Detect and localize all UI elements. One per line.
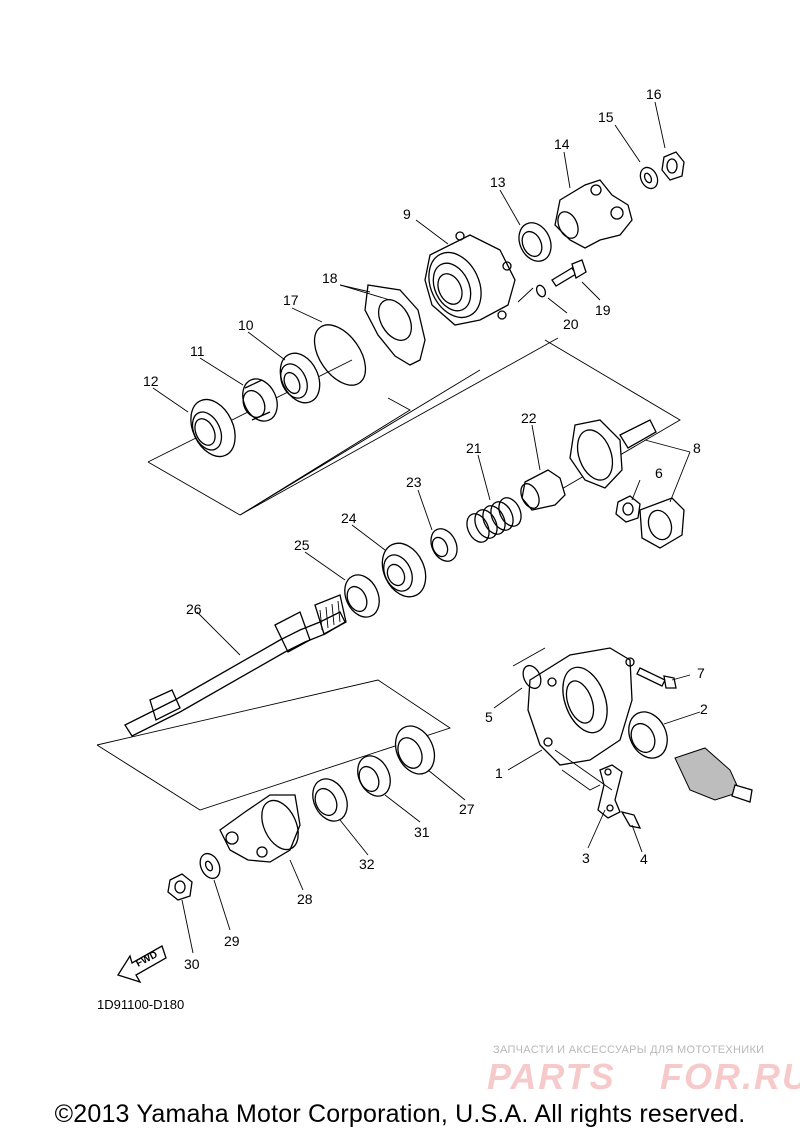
part-label-19: 19 <box>595 302 611 318</box>
diagram-code: 1D91100-D180 <box>97 997 185 1012</box>
part-14-yoke[interactable] <box>554 179 633 249</box>
part-label-2: 2 <box>700 701 708 717</box>
part-30-nut[interactable] <box>167 873 193 901</box>
assembly-outline-bottom <box>96 679 452 811</box>
fwd-arrow-icon: FWD <box>117 945 167 984</box>
part-label-23: 23 <box>406 474 422 490</box>
part-label-20: 20 <box>563 316 579 332</box>
part-29-washer[interactable] <box>196 850 223 881</box>
part-label-10: 10 <box>238 317 254 333</box>
part-20-washer[interactable] <box>535 284 547 298</box>
part-label-31: 31 <box>414 824 430 840</box>
part-2-bearing[interactable] <box>622 706 675 765</box>
part-label-26: 26 <box>186 601 202 617</box>
part-label-14: 14 <box>554 136 570 152</box>
part-19-bolt[interactable] <box>551 259 587 287</box>
part-7-bolt[interactable] <box>636 667 677 689</box>
part-31-collar[interactable] <box>352 751 397 802</box>
part-1-case[interactable] <box>527 647 635 766</box>
part-label-12: 12 <box>143 373 159 389</box>
part-label-3: 3 <box>582 850 590 866</box>
part-label-24: 24 <box>341 510 357 526</box>
part-15-washer[interactable] <box>637 165 661 192</box>
part-label-27: 27 <box>459 801 475 817</box>
leader-lines <box>152 101 701 954</box>
part-label-30: 30 <box>184 956 200 972</box>
part-5-o-ring[interactable] <box>520 663 545 692</box>
part-label-5: 5 <box>485 709 493 725</box>
part-label-22: 22 <box>521 410 537 426</box>
part-28-yoke[interactable] <box>219 794 305 863</box>
part-label-29: 29 <box>224 933 240 949</box>
part-27-bearing[interactable] <box>388 720 442 781</box>
part-8-gear-set[interactable] <box>569 419 685 549</box>
part-23-collar[interactable] <box>426 525 462 566</box>
watermark-brand-part1: PARTS <box>487 1056 616 1097</box>
part-label-15: 15 <box>598 109 614 125</box>
part-12-seal[interactable] <box>182 392 244 463</box>
pinion-shaft <box>674 747 753 803</box>
part-18-shim[interactable] <box>364 284 426 366</box>
part-16-nut[interactable] <box>661 151 685 181</box>
part-label-4: 4 <box>640 851 648 867</box>
part-22-sleeve[interactable] <box>517 469 566 511</box>
part-32-seal[interactable] <box>306 773 354 826</box>
part-label-16: 16 <box>646 86 662 102</box>
part-21-spring[interactable] <box>463 494 526 546</box>
part-6-nut[interactable] <box>615 495 641 523</box>
part-26-drive-shaft[interactable] <box>124 594 347 737</box>
part-4-screw[interactable] <box>620 810 642 829</box>
part-label-6: 6 <box>655 465 663 481</box>
part-label-9: 9 <box>403 206 411 222</box>
part-label-21: 21 <box>466 440 482 456</box>
part-label-13: 13 <box>490 174 506 190</box>
copyright-notice: ©2013 Yamaha Motor Corporation, U.S.A. A… <box>54 1100 746 1128</box>
part-label-25: 25 <box>294 537 310 553</box>
watermark-subtitle: ЗАПЧАСТИ И АКСЕССУАРЫ ДЛЯ МОТОТЕХНИКИ <box>493 1044 765 1056</box>
part-9-housing[interactable] <box>419 231 516 326</box>
part-label-8: 8 <box>693 440 701 456</box>
watermark-brand-part2: FOR.RU <box>660 1056 800 1097</box>
part-label-7: 7 <box>697 665 705 681</box>
part-number-labels: 1 2 3 4 5 6 7 8 9 10 11 12 13 14 15 16 1… <box>143 86 708 972</box>
part-24-bearing[interactable] <box>374 536 434 604</box>
part-3-bracket[interactable] <box>597 764 623 819</box>
part-label-18: 18 <box>322 270 338 286</box>
part-label-1: 1 <box>495 765 503 781</box>
part-label-28: 28 <box>297 891 313 907</box>
part-10-bearing[interactable] <box>273 347 328 409</box>
part-25-bearing[interactable] <box>338 569 386 622</box>
part-label-11: 11 <box>190 343 205 359</box>
part-13-seal[interactable] <box>513 218 557 267</box>
part-17-o-ring[interactable] <box>304 316 376 395</box>
part-11-collar[interactable] <box>236 373 284 426</box>
part-label-17: 17 <box>283 292 299 308</box>
part-label-32: 32 <box>359 856 375 872</box>
